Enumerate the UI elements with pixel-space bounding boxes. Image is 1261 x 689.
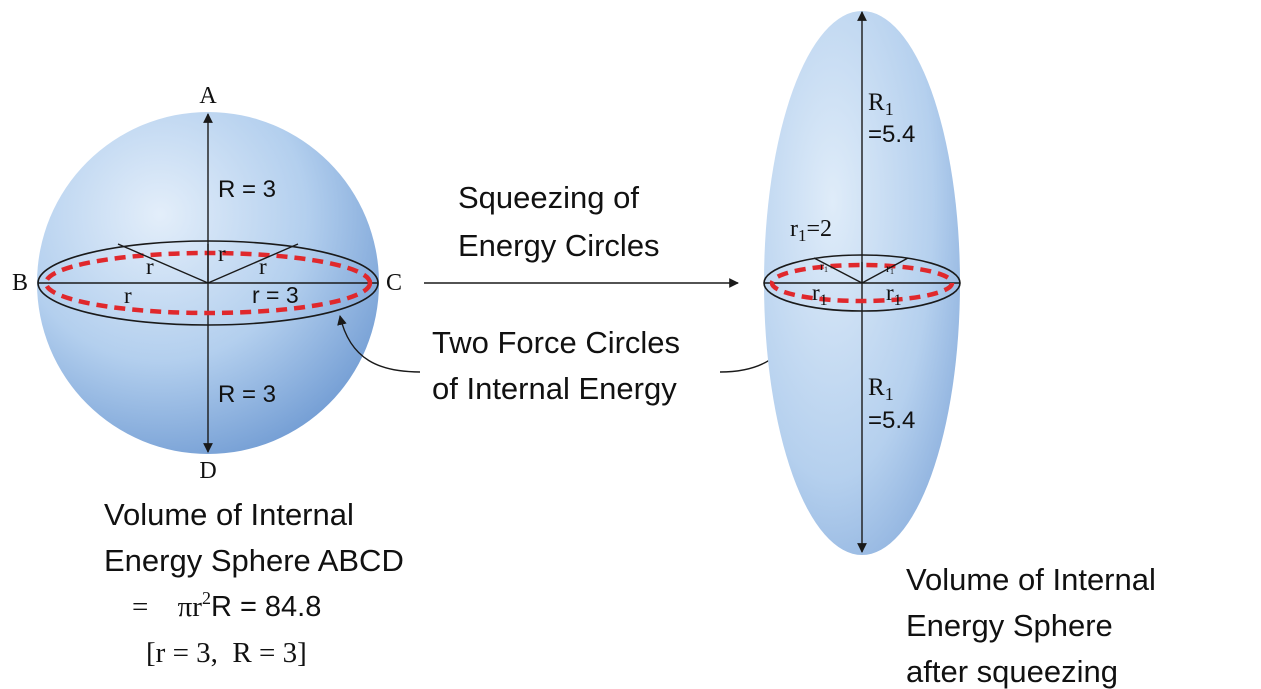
force-text-line1: Two Force Circles bbox=[432, 325, 680, 360]
point-a-label: A bbox=[199, 83, 217, 109]
ellipsoid-force-circle-dashed bbox=[769, 262, 955, 304]
formula-parameters: [r = 3, R = 3] bbox=[146, 637, 307, 669]
radius-bottom-label: R = 3 bbox=[218, 381, 276, 408]
ellipsoid-radius-left bbox=[813, 257, 863, 284]
ellipsoid-radius-right bbox=[861, 257, 909, 284]
bottom-r1-value: =5.4 bbox=[868, 407, 915, 434]
left-caption-line2: Energy Sphere ABCD bbox=[104, 543, 404, 578]
radius-top-label: R = 3 bbox=[218, 176, 276, 203]
left-caption-line1: Volume of Internal bbox=[104, 497, 354, 532]
right-caption-line1: Volume of Internal bbox=[906, 562, 1156, 597]
equator-ring bbox=[37, 240, 379, 326]
r-equals-label: r = 3 bbox=[252, 282, 299, 308]
r1-equals-label: r1=2 bbox=[790, 216, 832, 245]
tiny-r1-label-left: r1 bbox=[820, 259, 828, 274]
tiny-r1-label-right: r1 bbox=[886, 261, 894, 276]
squeeze-text-line2: Energy Circles bbox=[458, 228, 660, 263]
curve-arrow-left bbox=[337, 315, 421, 373]
squeeze-text-line1: Squeezing of bbox=[458, 180, 639, 215]
small-radius-label-3: r bbox=[259, 254, 267, 279]
bottom-r1-label: R1 bbox=[868, 374, 894, 404]
point-b-label: B bbox=[12, 270, 28, 296]
radius-line-right bbox=[207, 243, 299, 284]
small-radius-label-2: r bbox=[218, 241, 226, 266]
top-r1-value: =5.4 bbox=[868, 121, 915, 148]
volume-formula: = πr2R = 84.8 bbox=[132, 588, 321, 623]
left-caption: Volume of Internal Energy Sphere ABCD = … bbox=[104, 497, 404, 669]
top-r1-label: R1 bbox=[868, 89, 894, 119]
ellipsoid-group: R1 =5.4 R1 =5.4 r1=2 r1 r1 r1 r1 bbox=[763, 11, 961, 555]
r1-label-right: r1 bbox=[886, 280, 902, 309]
right-caption-line2: Energy Sphere bbox=[906, 608, 1113, 643]
small-radius-label-4: r bbox=[124, 283, 132, 308]
point-d-label: D bbox=[199, 458, 216, 484]
force-text-line2: of Internal Energy bbox=[432, 371, 677, 406]
right-caption: Volume of Internal Energy Sphere after s… bbox=[906, 562, 1156, 689]
radius-line-left bbox=[117, 243, 209, 284]
middle-group: Squeezing of Energy Circles Two Force Ci… bbox=[337, 180, 806, 406]
r1-label-left: r1 bbox=[812, 280, 828, 309]
point-c-label: C bbox=[386, 270, 402, 296]
ellipsoid-ring bbox=[763, 254, 961, 312]
small-radius-label-1: r bbox=[146, 254, 154, 279]
right-caption-line3: after squeezing bbox=[906, 654, 1118, 689]
sphere-group: A B C D R = 3 R = 3 r r r r r = 3 bbox=[12, 83, 402, 484]
